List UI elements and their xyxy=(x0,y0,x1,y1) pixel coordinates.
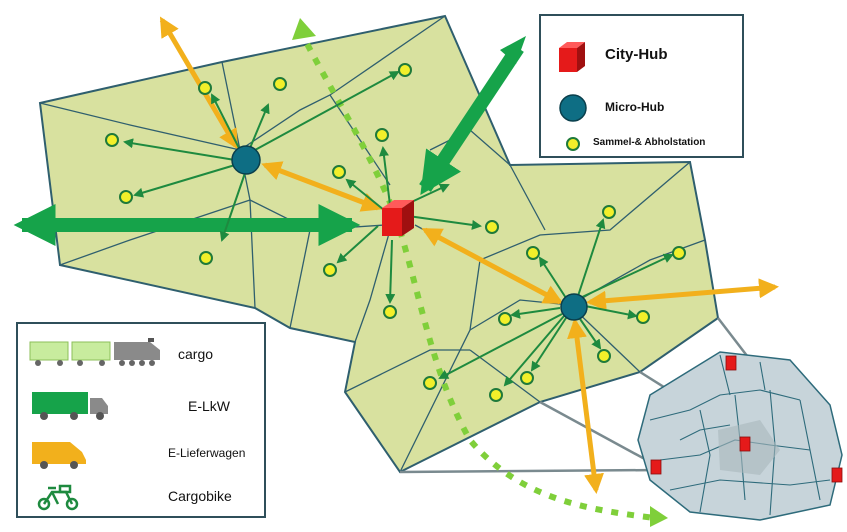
station-dot-icon xyxy=(566,137,580,151)
legend-city-hub-label: City-Hub xyxy=(605,46,668,63)
zoom-city-hub-icons xyxy=(650,355,843,483)
legend-e-lkw-label: E-LkW xyxy=(188,398,230,414)
legend-vehicles: cargo E-LkW E-Lieferwagen Cargobike xyxy=(16,322,266,518)
van-icon xyxy=(32,442,86,469)
stations xyxy=(105,63,686,402)
micro-hubs xyxy=(231,145,588,321)
legend-micro-hub-label: Micro-Hub xyxy=(605,100,665,114)
zoom-city-detail xyxy=(637,351,843,521)
micro-hub-left xyxy=(231,145,261,175)
legend-cargo-label: cargo xyxy=(178,346,214,362)
cargobike-arrows xyxy=(123,71,674,387)
train-icon xyxy=(29,338,160,366)
city-hub-icon xyxy=(382,200,414,236)
legend-e-lieferwagen-label: E-Lieferwagen xyxy=(168,446,246,460)
city-hub-cube-icon xyxy=(559,42,585,72)
legend-nodes: City-Hub Micro-Hub Sammel-& Abholstation xyxy=(539,14,744,158)
e-lieferwagen-arrows xyxy=(159,16,779,494)
legend-cargobike-label: Cargobike xyxy=(168,488,232,504)
cargo-arrow-bottom xyxy=(650,506,668,527)
cargobike-icon xyxy=(37,484,79,511)
e-lkw-arrows xyxy=(13,36,526,246)
cargo-arrow-top xyxy=(292,18,316,40)
micro-hub-right xyxy=(560,293,588,321)
truck-icon xyxy=(32,392,108,420)
legend-station-label: Sammel-& Abholstation xyxy=(593,137,706,148)
micro-hub-dot-icon xyxy=(559,94,587,122)
cargo-rail-route xyxy=(292,18,668,527)
